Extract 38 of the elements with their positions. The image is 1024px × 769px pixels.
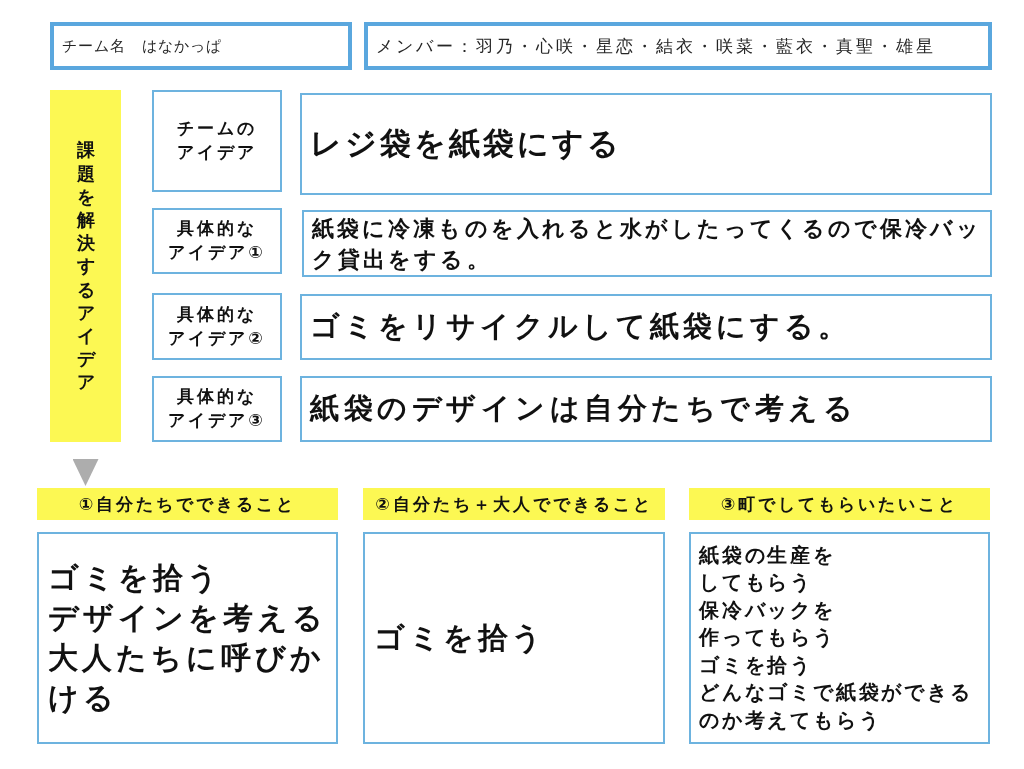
idea-label: チームのアイデア [177, 117, 257, 164]
idea-text: 紙袋に冷凍ものを入れると水がしたってくるので保冷バック貸出をする。 [312, 214, 984, 274]
idea-band [50, 90, 121, 442]
list-item: デザインを考える [48, 599, 328, 637]
member-box [364, 22, 992, 70]
heading-band [363, 488, 665, 520]
team-name-box [50, 22, 352, 70]
idea-box [300, 294, 992, 360]
list-item: ゴミを拾う [48, 559, 223, 597]
list-box [363, 532, 665, 744]
list-box [689, 532, 990, 744]
list-item: 保冷バックを作ってもらう [699, 596, 837, 652]
idea-label: 具体的なアイデア② [168, 302, 266, 350]
label-box [152, 90, 282, 192]
team-name: チーム名 はなかっぱ [62, 36, 222, 56]
label-box [152, 293, 282, 360]
list-item: ゴミを拾う [374, 619, 547, 657]
column-heading: ③町でしてもらいたいこと [720, 492, 959, 516]
idea-box [300, 376, 992, 442]
column-heading: ①自分たちでできること [78, 492, 297, 516]
heading-band [689, 488, 990, 520]
list-box [37, 532, 338, 744]
list-item: 大人たちに呼びかける [48, 639, 326, 717]
list-item: どんなゴミで紙袋ができるのか考えてもらう [699, 679, 974, 734]
idea-box [300, 93, 992, 195]
list-item: ゴミを拾う [699, 651, 814, 679]
band-title: 課題を解決するアイデア [75, 138, 96, 394]
idea-text: ゴミをリサイクルして紙袋にする。 [310, 308, 851, 345]
member-names: メンバー：羽乃・心咲・星恋・結衣・咲菜・藍衣・真聖・雄星 [376, 34, 936, 58]
idea-text: 紙袋のデザインは自分たちで考える [310, 390, 857, 427]
idea-label: 具体的なアイデア③ [168, 385, 266, 432]
list-item: 紙袋の生産をしてもらう [699, 541, 837, 597]
label-box [152, 376, 282, 442]
column-heading: ②自分たち＋大人でできること [375, 492, 653, 516]
idea-label: 具体的なアイデア① [168, 217, 266, 264]
label-box [152, 208, 282, 274]
heading-band [37, 488, 338, 520]
idea-text: レジ袋を紙袋にする [310, 124, 622, 163]
